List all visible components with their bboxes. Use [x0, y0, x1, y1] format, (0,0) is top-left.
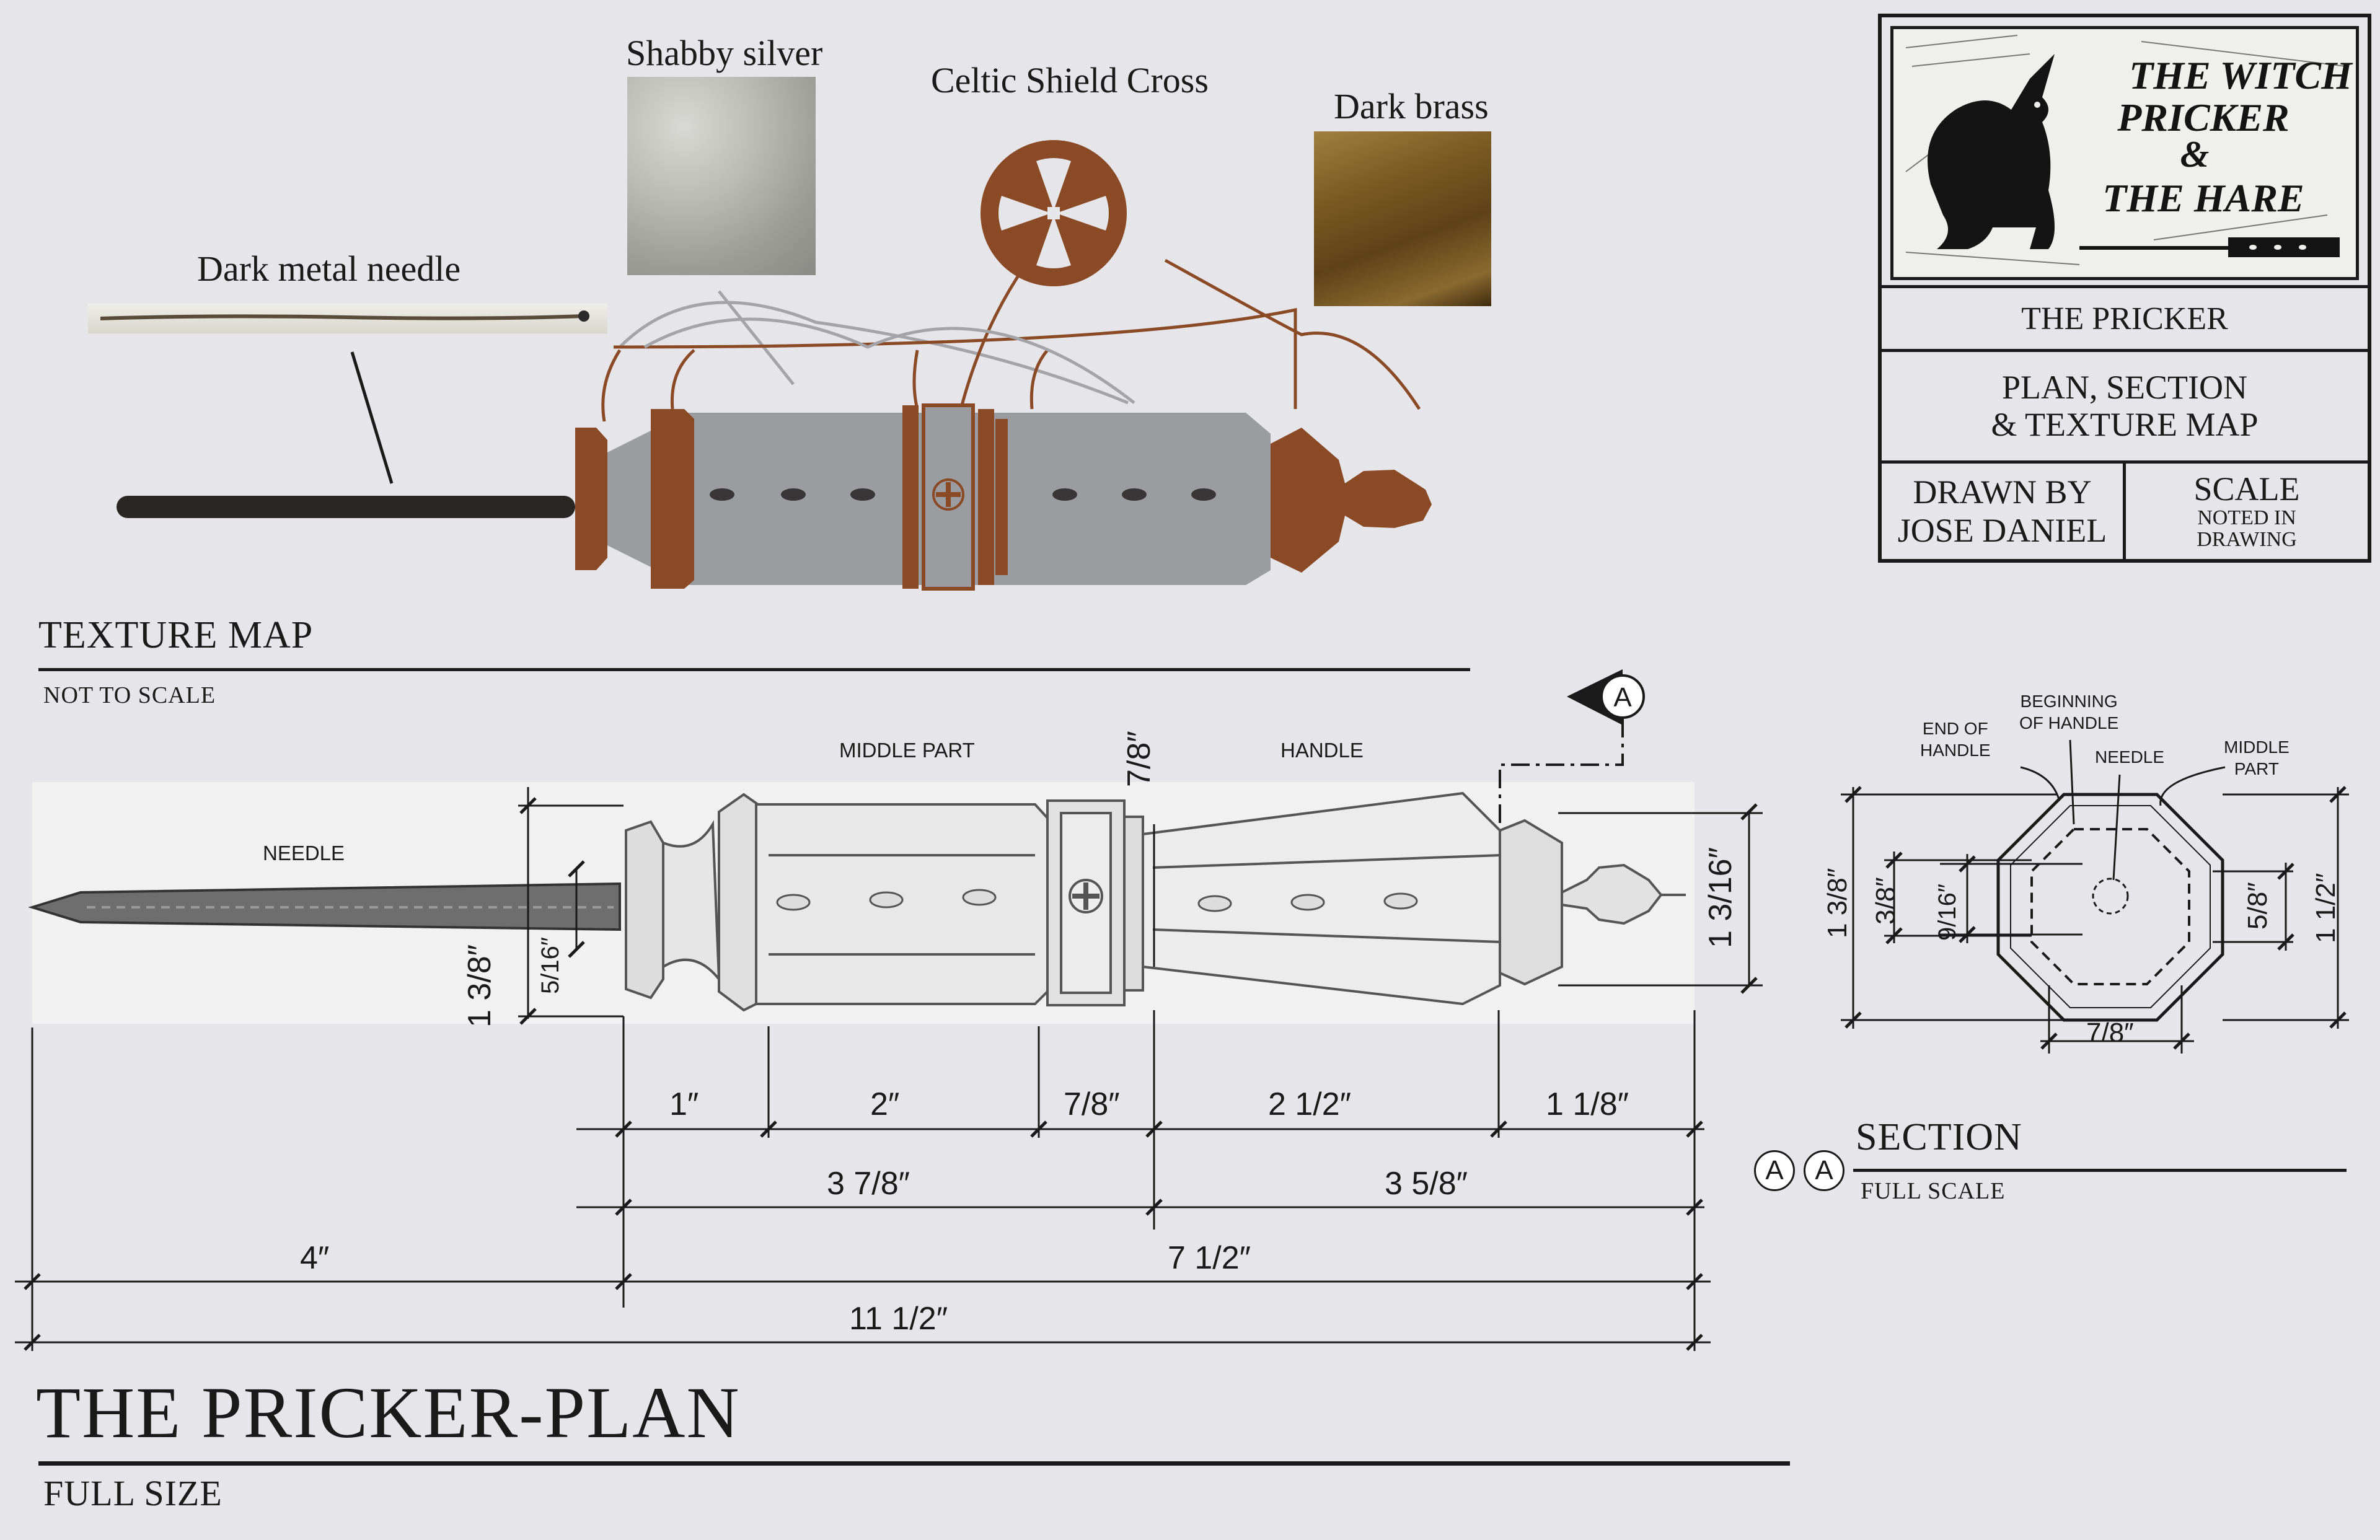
dark-metal-needle-swatch: [88, 304, 607, 333]
finial: [1271, 428, 1432, 573]
texture-map-rule: [38, 668, 1470, 671]
needle-shaft: [117, 496, 575, 518]
drawn-by-label: DRAWN BY: [1913, 473, 2092, 511]
section-title-rule: [1853, 1169, 2347, 1172]
logo-pricker-icon: [2079, 237, 2340, 257]
dim-middle: 2″: [870, 1086, 900, 1122]
middle-part-line-1: MIDDLE: [2224, 737, 2290, 757]
logo-line-1: THE WITCH: [2129, 53, 2353, 97]
needle-texture-label: Dark metal needle: [197, 249, 461, 289]
plan-cross-emblem: [1069, 879, 1103, 913]
end-of-handle-line-2: HANDLE: [1920, 741, 1991, 760]
sheet-title-cell: PLAN, SECTION & TEXTURE MAP: [1882, 352, 2368, 464]
section-bottom-dim: 7/8″: [2086, 1018, 2134, 1048]
plan-title: THE PRICKER-PLAN: [36, 1372, 741, 1453]
silver-leader-line-2: [718, 290, 795, 385]
logo-line-4: THE HARE: [2102, 176, 2304, 220]
section-needle-left-dim: 9/16″: [1934, 883, 1961, 941]
shabby-silver-swatch: [627, 77, 816, 275]
brass-texture-label: Dark brass: [1334, 86, 1489, 126]
brass-leader-line: [1164, 258, 1421, 410]
celtic-cross-icon: [981, 140, 1127, 286]
dim-handle: 2 1/2″: [1268, 1086, 1352, 1122]
cross-texture-label: Celtic Shield Cross: [931, 60, 1209, 100]
texture-map-drawing: [117, 258, 1432, 591]
section-outer-octagon: [1996, 793, 2224, 1022]
needle-leader-line: [350, 351, 394, 484]
logo-line-2: PRICKER: [2117, 95, 2289, 139]
dark-brass-swatch: [1314, 131, 1491, 306]
scale-note-1: NOTED IN: [2197, 506, 2296, 529]
section-needle-circle: [2092, 878, 2129, 915]
section-title: SECTION: [1856, 1116, 2022, 1158]
logo-line-3: &: [2180, 134, 2210, 175]
silver-texture-label: Shabby silver: [626, 33, 823, 73]
plan-note: FULL SIZE: [43, 1473, 223, 1513]
dim-total-length: 11 1/2″: [849, 1301, 948, 1337]
scale-note-2: DRAWING: [2197, 528, 2297, 552]
section-marker-left: A: [1754, 1150, 1795, 1191]
needle-sample-icon: [100, 310, 589, 322]
section-inner-octagon: [2030, 828, 2190, 985]
section-inner-left-dim: 3/8″: [1871, 877, 1901, 925]
dim-back-half: 3 5/8″: [1385, 1166, 1468, 1202]
texture-map-title: TEXTURE MAP: [38, 614, 314, 656]
beginning-of-handle-line-2: OF HANDLE: [2019, 713, 2119, 733]
dim-body-length: 7 1/2″: [1168, 1240, 1251, 1276]
section-inner-right-dim: 5/8″: [2242, 882, 2273, 930]
needle-label: NEEDLE: [263, 842, 345, 865]
project-name: THE PRICKER: [2021, 301, 2228, 337]
texture-map-note: NOT TO SCALE: [43, 682, 216, 708]
dim-needle-length: 4″: [300, 1240, 330, 1276]
silver-leader-line: [619, 301, 1129, 405]
section-middle-part-label: MIDDLE PART: [2224, 736, 2290, 780]
brass-leader-line-2: [613, 307, 1297, 409]
middle-part-line-2: PART: [2234, 759, 2279, 778]
scale-label: SCALE: [2193, 470, 2300, 508]
end-cap-collar: [575, 428, 607, 570]
hare-logo-icon: THE WITCH PRICKER & THE HARE: [1905, 35, 2353, 265]
dim-front-half: 3 7/8″: [827, 1166, 910, 1202]
logo-panel: THE WITCH PRICKER & THE HARE: [1890, 26, 2359, 280]
section-cut-letter: A: [1613, 682, 1632, 713]
title-block: THE WITCH PRICKER & THE HARE THE PRICKER…: [1878, 14, 2371, 563]
sheet-title-line-1: PLAN, SECTION: [2001, 369, 2247, 407]
section-marker-right: A: [1804, 1150, 1844, 1191]
handle-collar: [651, 409, 694, 589]
dim-end-cap: 1″: [669, 1086, 699, 1122]
section-outer-left-dim: 1 3/8″: [1822, 868, 1853, 938]
section-note: FULL SCALE: [1861, 1178, 2006, 1204]
project-name-cell: THE PRICKER: [1882, 285, 2368, 352]
plan-finial: [1561, 863, 1663, 925]
dim-band: 7/8″: [1064, 1086, 1120, 1122]
beginning-of-handle-label: BEGINNING OF HANDLE: [2019, 690, 2118, 734]
section-needle-label: NEEDLE: [2095, 747, 2165, 767]
scale-cell: SCALE NOTED IN DRAWING: [2126, 464, 2368, 559]
middle-part-label: MIDDLE PART: [839, 739, 975, 762]
drawn-by-name: JOSE DANIEL: [1897, 512, 2107, 549]
plan-title-rule: [38, 1461, 1790, 1466]
drawn-by-cell: DRAWN BY JOSE DANIEL: [1882, 464, 2126, 559]
end-of-handle-label: END OF HANDLE: [1920, 718, 1991, 761]
dim-finial: 1 1/8″: [1546, 1086, 1629, 1122]
sheet-title-line-2: & TEXTURE MAP: [1991, 405, 2259, 443]
beginning-of-handle-line-1: BEGINNING: [2020, 692, 2118, 711]
section-outer-right-dim: 1 1/2″: [2311, 873, 2341, 943]
end-of-handle-line-1: END OF: [1922, 719, 1988, 738]
section-cut-marker: A: [1499, 669, 1645, 824]
handle-label: HANDLE: [1280, 739, 1364, 762]
